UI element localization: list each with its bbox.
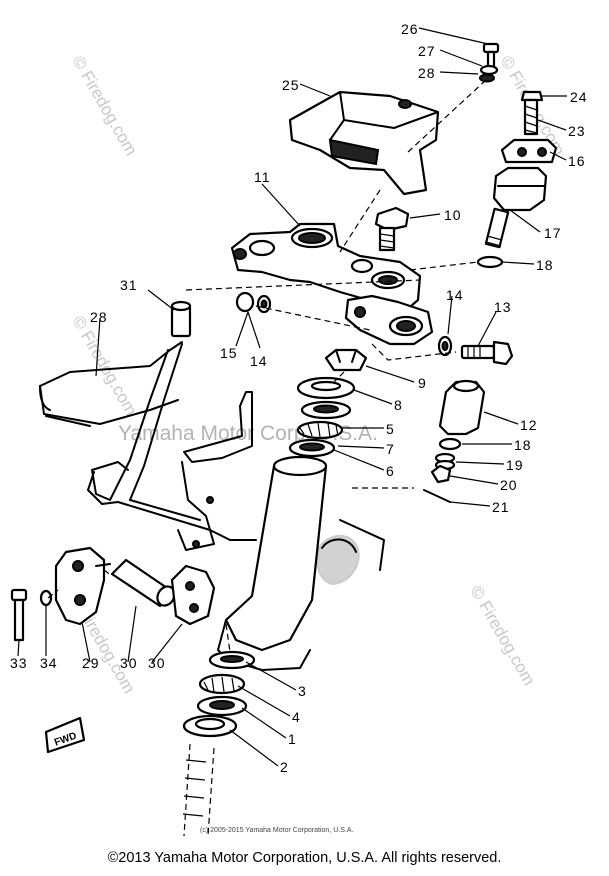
- part-5-bearing: [296, 420, 344, 440]
- part-15-cap: [235, 291, 255, 313]
- label-26: 27: [418, 43, 436, 59]
- label-29: 29: [82, 655, 100, 671]
- label-19: 19: [506, 457, 524, 473]
- part-22-23-bolt: [520, 90, 544, 136]
- part-30-bracket: [170, 564, 216, 626]
- steering-stem-tube: [217, 455, 385, 671]
- label-25: 26: [401, 21, 419, 37]
- label-17: 17: [544, 225, 562, 241]
- part-29-bracket: [54, 546, 111, 626]
- part-24-upper-bracket: [288, 90, 440, 196]
- label-11: 11: [254, 169, 271, 185]
- part-18-washer-top: [476, 255, 504, 269]
- part-30-sleeve: [110, 558, 176, 608]
- label-30-right: 30: [148, 655, 166, 671]
- part-labels: 26 27 28 25 24 23 16 11 10 17 18 31 28 1…: [10, 21, 588, 775]
- label-1: 1: [288, 731, 297, 747]
- part-8-washer: [296, 376, 356, 400]
- part-16-holder-cap: [500, 138, 558, 164]
- part-25-27-bolt-stack: [479, 42, 500, 83]
- part-lower-clamp-arm: [344, 294, 434, 346]
- label-14-right: 14: [446, 287, 464, 303]
- label-16: 16: [568, 153, 586, 169]
- label-31: 31: [120, 277, 138, 293]
- label-18-lower: 18: [514, 437, 532, 453]
- part-33-bolt: [10, 588, 28, 642]
- label-34: 34: [40, 655, 58, 671]
- label-10: 10: [444, 207, 462, 223]
- label-8: 8: [394, 397, 403, 413]
- part-10-bolt: [374, 206, 410, 252]
- part-19-washer: [434, 452, 456, 471]
- part-31-sleeve: [170, 300, 192, 338]
- label-13: 13: [494, 299, 512, 315]
- label-30-left: 30: [120, 655, 138, 671]
- label-24: 25: [282, 77, 300, 93]
- label-20: 20: [500, 477, 518, 493]
- label-2: 2: [280, 759, 289, 775]
- label-33: 33: [10, 655, 28, 671]
- label-27: 28: [418, 65, 436, 81]
- part-21-cotter-pin: [423, 489, 451, 503]
- part-2-lower-seal: [182, 714, 238, 738]
- label-4: 4: [292, 709, 301, 725]
- fwd-arrow-icon: FWD: [44, 716, 86, 754]
- copyright-footer: ©2013 Yamaha Motor Corporation, U.S.A. A…: [107, 850, 502, 866]
- part-28-frame: [39, 341, 257, 551]
- label-21: 21: [492, 499, 510, 515]
- part-4-bearing: [198, 673, 246, 695]
- leader-lines: [17, 27, 567, 767]
- part-6-race: [288, 438, 336, 458]
- part-17-holder: [484, 166, 548, 249]
- part-8-race: [300, 400, 352, 420]
- part-14-washer-left: [256, 294, 272, 314]
- label-23: 24: [570, 89, 588, 105]
- label-15: 15: [220, 345, 238, 361]
- label-14-left: 14: [250, 353, 268, 369]
- lower-stem-shaft: [182, 743, 215, 837]
- part-20-nut: [430, 464, 452, 484]
- label-3: 3: [298, 683, 307, 699]
- label-12: 12: [520, 417, 538, 433]
- part-11-upper-triple-clamp: [230, 222, 422, 318]
- watermark-firedog-top-left: © Firedog.com: [69, 53, 141, 159]
- label-9: 9: [418, 375, 427, 391]
- part-9-nut: [324, 348, 368, 372]
- watermark-firedog-bottom-right: © Firedog.com: [467, 583, 539, 689]
- label-7: 7: [386, 441, 395, 457]
- part-12-collar: [438, 379, 486, 436]
- label-18-top: 18: [536, 257, 554, 273]
- part-13-bolt: [460, 340, 514, 366]
- part-1-race: [196, 695, 248, 717]
- label-6: 6: [386, 463, 395, 479]
- label-22: 23: [568, 123, 586, 139]
- small-copyright-line: (c) 2005-2015 Yamaha Motor Corporation, …: [200, 827, 353, 834]
- part-3-dust-seal: [208, 650, 256, 670]
- label-5: 5: [386, 421, 395, 437]
- part-14-washer-right: [437, 335, 453, 357]
- part-34-washer: [39, 589, 53, 607]
- watermark-firedog-mid-left: © Firedog.com: [69, 313, 141, 419]
- label-28: 28: [90, 309, 108, 325]
- part-18-washer-lower: [438, 437, 462, 451]
